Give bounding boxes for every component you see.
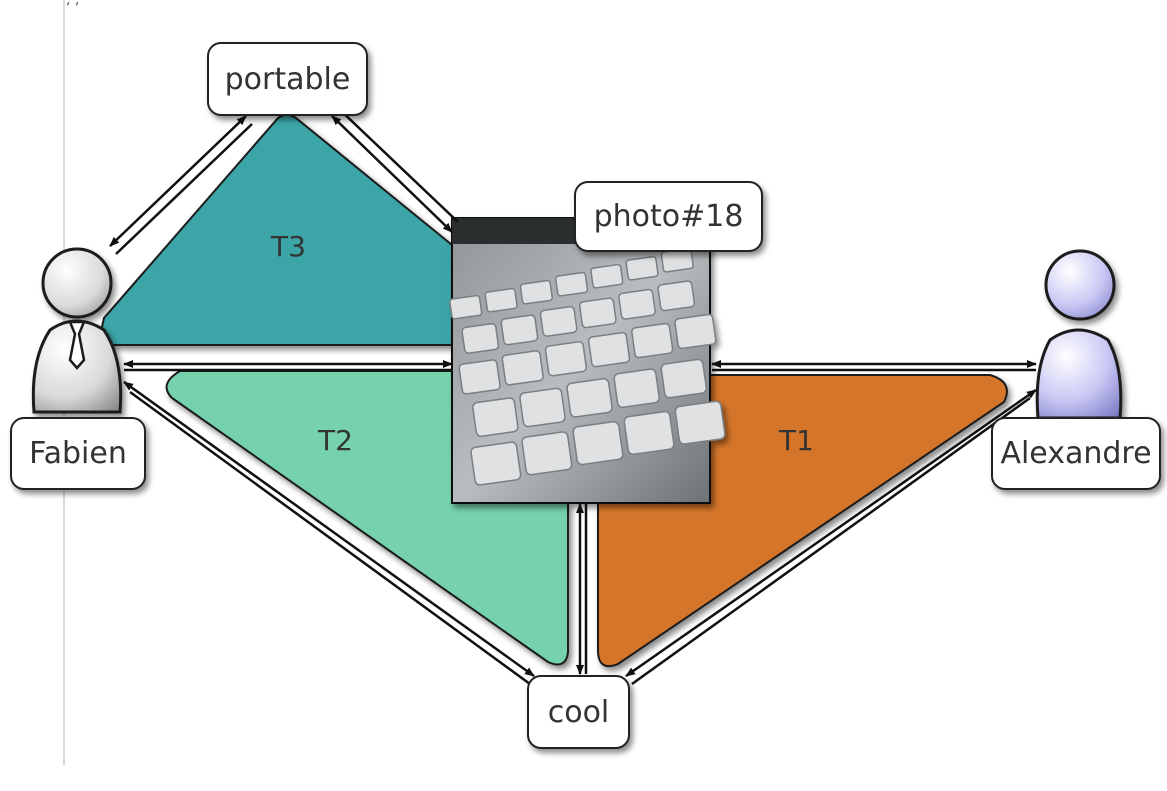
edge-portable-photo-a bbox=[331, 115, 453, 233]
edge-portable-fabien-a bbox=[109, 115, 247, 247]
node-fabien[interactable]: Fabien bbox=[10, 417, 146, 490]
edge-portable-photo-b bbox=[337, 107, 459, 223]
node-alexandre[interactable]: Alexandre bbox=[991, 417, 1161, 490]
node-portable[interactable]: portable bbox=[207, 42, 368, 116]
triangle-t3-label: T3 bbox=[271, 230, 306, 263]
edge-fabien-cool-b bbox=[129, 390, 531, 686]
person-icon bbox=[1035, 249, 1123, 420]
edges bbox=[109, 107, 1037, 686]
keyboard-photo bbox=[449, 217, 726, 504]
triangle-t3 bbox=[96, 114, 453, 346]
node-photo[interactable]: photo#18 bbox=[574, 181, 763, 252]
person-with-tie-icon bbox=[31, 247, 123, 414]
edge-alexandre-cool-a bbox=[625, 388, 1037, 678]
node-cool[interactable]: cool bbox=[527, 675, 630, 749]
edge-portable-fabien-b bbox=[115, 123, 253, 255]
edge-fabien-cool-a bbox=[123, 380, 535, 678]
triangle-t2-label: T2 bbox=[318, 424, 353, 457]
triangle-t1-label: T1 bbox=[779, 424, 814, 457]
cropped-top-text: , , bbox=[66, 0, 79, 8]
edge-alexandre-cool-b bbox=[631, 396, 1031, 686]
